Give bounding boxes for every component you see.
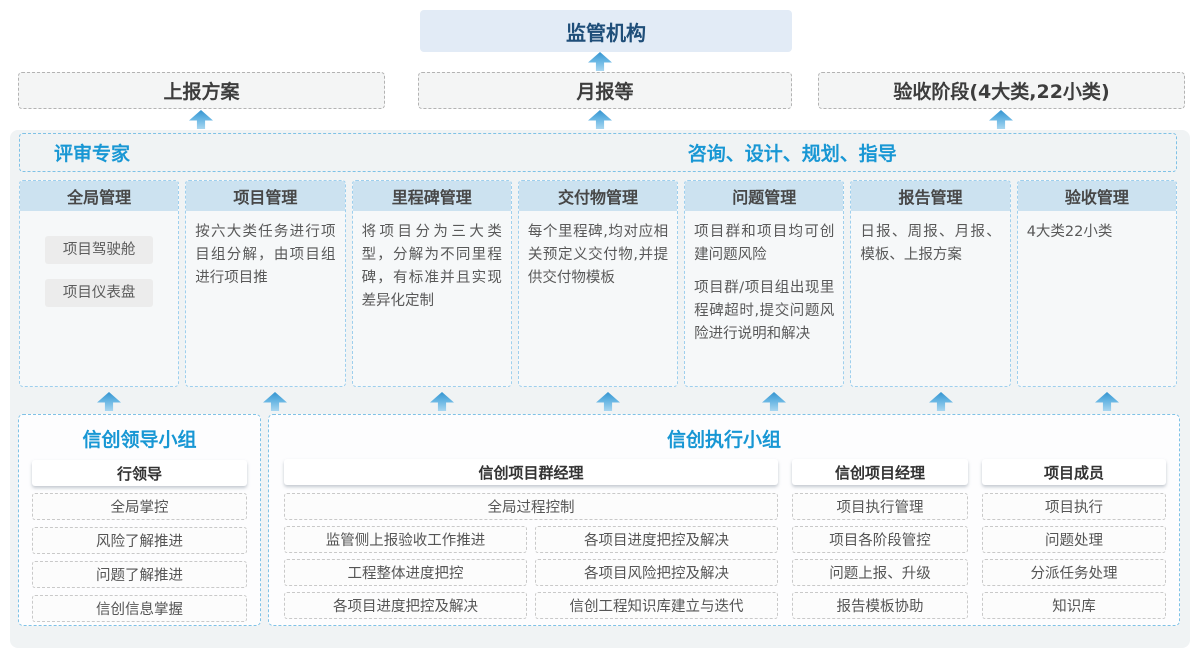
- platform-container: 评审专家 咨询、设计、规划、指导 全局管理 项目驾驶舱 项目仪表盘 项目管理 按…: [10, 130, 1190, 648]
- module-description: 每个里程碑,均对应相关预定义交付物,并提供交付物模板: [527, 224, 669, 286]
- module-header: 问题管理: [685, 181, 844, 211]
- review-experts-label: 评审专家: [54, 142, 131, 165]
- duty-item: 全局掌控: [32, 493, 247, 520]
- module-header: 项目管理: [186, 181, 345, 211]
- module-card-deliverable-management: 交付物管理 每个里程碑,均对应相关预定义交付物,并提供交付物模板: [517, 180, 679, 387]
- duty-item: 监管侧上报验收工作推进: [284, 526, 527, 553]
- up-arrow-icon: [97, 392, 121, 411]
- duty-item: 各项目风险把控及解决: [535, 559, 778, 586]
- duty-item: 知识库: [982, 592, 1166, 619]
- duty-item: 信创信息掌握: [32, 595, 247, 622]
- up-arrow-icon: [588, 52, 612, 71]
- leading-group-box: 信创领导小组 行领导 全局掌控 风险了解推进 问题了解推进 信创信息掌握: [18, 414, 261, 626]
- expert-band: 评审专家 咨询、设计、规划、指导: [19, 133, 1177, 172]
- up-arrow-icon: [1095, 392, 1119, 411]
- project-member-role-header: 项目成员: [982, 459, 1166, 485]
- up-arrow-icon: [596, 392, 620, 411]
- module-description: 项目群和项目均可创建问题风险: [694, 224, 835, 263]
- project-dashboard-pill: 项目仪表盘: [45, 279, 154, 307]
- duty-item: 分派任务处理: [982, 559, 1166, 586]
- up-arrow-icon: [989, 110, 1013, 129]
- duty-item: 项目执行管理: [792, 493, 968, 520]
- project-cockpit-pill: 项目驾驶舱: [45, 236, 154, 264]
- project-manager-role-header: 信创项目经理: [792, 459, 968, 485]
- bank-leader-role-header: 行领导: [32, 460, 247, 486]
- module-header: 验收管理: [1017, 181, 1176, 211]
- duty-item: 报告模板协助: [792, 592, 968, 619]
- module-description: 将项目分为三大类型，分解为不同里程碑，有标准并且实现差异化定制: [361, 224, 502, 309]
- module-header: 报告管理: [851, 181, 1010, 211]
- duty-item: 风险了解推进: [32, 527, 247, 554]
- executive-group-box: 信创执行小组 信创项目群经理 全局过程控制 监管侧上报验收工作推进 各项目进度把…: [268, 414, 1180, 626]
- up-arrow-icon: [929, 392, 953, 411]
- up-arrow-icon: [189, 110, 213, 129]
- module-description: 4大类22小类: [1026, 224, 1113, 240]
- module-header: 里程碑管理: [352, 181, 511, 211]
- module-card-global-management: 全局管理 项目驾驶舱 项目仪表盘: [19, 180, 180, 387]
- leading-group-title: 信创领导小组: [82, 429, 197, 451]
- duty-item: 信创工程知识库建立与迭代: [535, 592, 778, 619]
- duty-item: 项目执行: [982, 493, 1166, 520]
- module-card-acceptance-management: 验收管理 4大类22小类: [1016, 180, 1177, 387]
- regulatory-agency-box: 监管机构: [420, 10, 792, 52]
- module-card-milestone-management: 里程碑管理 将项目分为三大类型，分解为不同里程碑，有标准并且实现差异化定制: [351, 180, 512, 387]
- up-arrow-icon: [263, 392, 287, 411]
- consulting-design-label: 咨询、设计、规划、指导: [687, 142, 897, 165]
- executive-group-title: 信创执行小组: [666, 429, 781, 451]
- monthly-report-box: 月报等: [418, 72, 792, 109]
- module-card-project-management: 项目管理 按六大类任务进行项目组分解，由项目组进行项目推: [185, 180, 346, 387]
- duty-item: 问题了解推进: [32, 561, 247, 588]
- module-columns: 全局管理 项目驾驶舱 项目仪表盘 项目管理 按六大类任务进行项目组分解，由项目组…: [19, 180, 1177, 387]
- module-header: 全局管理: [20, 181, 179, 211]
- module-card-report-management: 报告管理 日报、周报、月报、模板、上报方案: [850, 180, 1011, 387]
- up-arrow-icon: [588, 110, 612, 129]
- up-arrow-icon: [430, 392, 454, 411]
- project-member-column: 项目成员 项目执行 问题处理 分派任务处理 知识库: [982, 459, 1166, 625]
- duty-item: 工程整体进度把控: [284, 559, 527, 586]
- module-header: 交付物管理: [518, 181, 678, 211]
- project-manager-column: 信创项目经理 项目执行管理 项目各阶段管控 问题上报、升级 报告模板协助: [792, 459, 968, 625]
- duty-item: 各项目进度把控及解决: [284, 592, 527, 619]
- module-card-issue-management: 问题管理 项目群和项目均可创建问题风险 项目群/项目组出现里程碑超时,提交问题风…: [684, 180, 845, 387]
- report-plan-box: 上报方案: [18, 72, 385, 109]
- duty-item: 问题上报、升级: [792, 559, 968, 586]
- program-manager-column: 信创项目群经理 全局过程控制 监管侧上报验收工作推进 各项目进度把控及解决 工程…: [284, 459, 778, 625]
- duty-item: 项目各阶段管控: [792, 526, 968, 553]
- duty-item: 问题处理: [982, 526, 1166, 553]
- up-arrow-icon: [762, 392, 786, 411]
- module-description: 日报、周报、月报、模板、上报方案: [860, 224, 1001, 263]
- duty-item: 各项目进度把控及解决: [535, 526, 778, 553]
- program-manager-role-header: 信创项目群经理: [284, 459, 778, 485]
- acceptance-stage-box: 验收阶段(4大类,22小类): [818, 72, 1185, 109]
- duty-item: 全局过程控制: [284, 493, 778, 520]
- module-description: 项目群/项目组出现里程碑超时,提交问题风险进行说明和解决: [694, 280, 835, 342]
- module-description: 按六大类任务进行项目组分解，由项目组进行项目推: [195, 224, 336, 286]
